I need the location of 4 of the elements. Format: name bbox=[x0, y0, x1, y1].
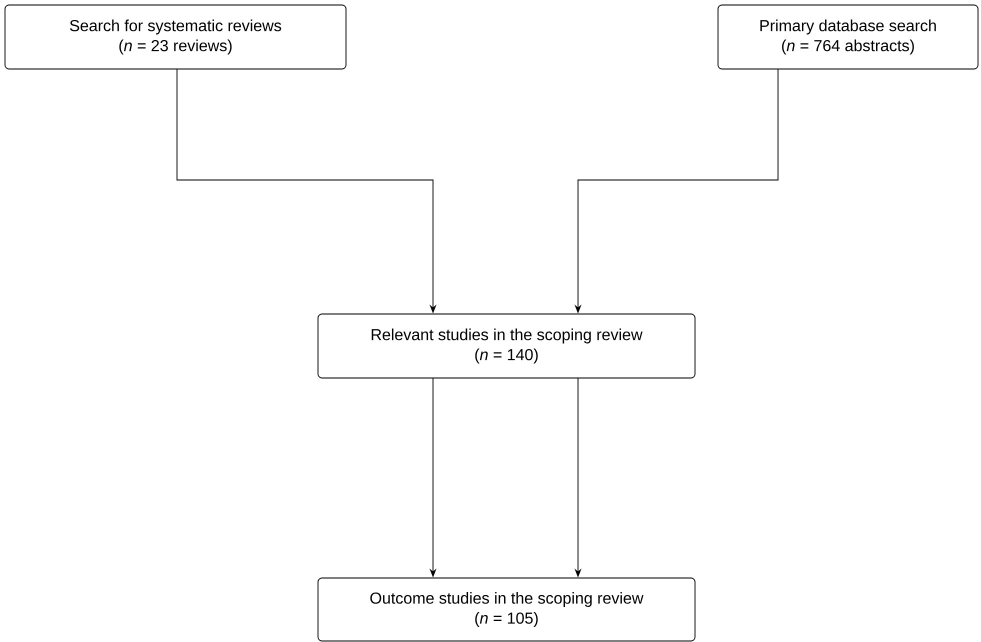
process-box: Primary database search (n = 764 abstracts) bbox=[718, 4, 978, 70]
process-box: Relevant studies in the scoping review (n = 140) bbox=[318, 314, 696, 378]
process-box: Outcome studies in the scoping review (n = 105) bbox=[318, 578, 696, 642]
process-box: Search for systematic reviews (n = 23 reviews) bbox=[4, 4, 346, 70]
